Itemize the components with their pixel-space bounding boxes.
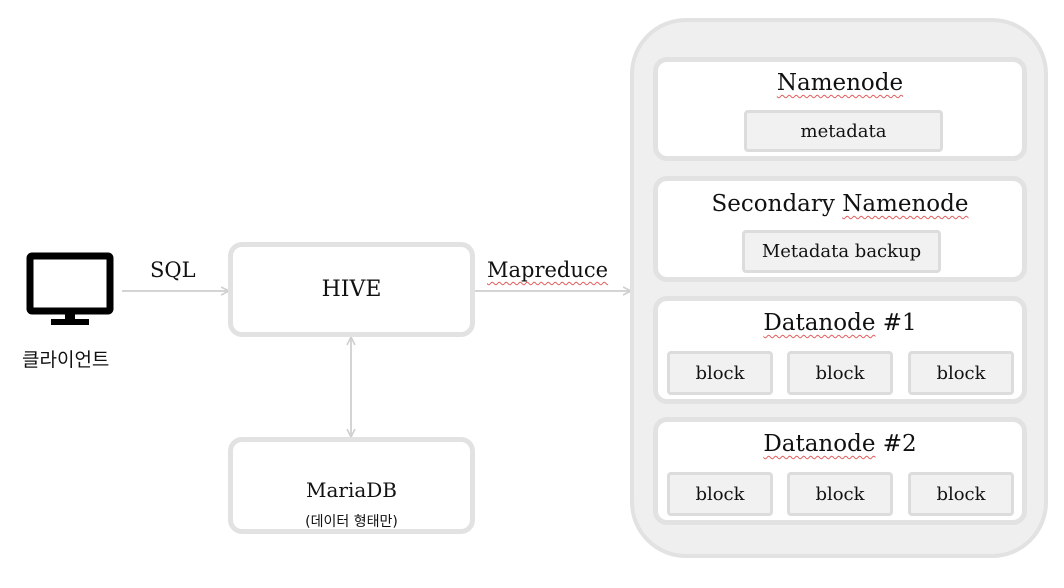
metadata-chip: metadata	[744, 110, 943, 152]
mapreduce-edge-label: Mapreduce	[487, 258, 609, 282]
hive-node: HIVE	[228, 242, 475, 337]
secondary-title-word: Namenode	[842, 191, 969, 217]
hive-label: HIVE	[321, 277, 382, 302]
datanode-1-title-suffix: #1	[875, 310, 917, 336]
namenode-title: Namenode	[776, 70, 904, 96]
block-chip: block	[908, 472, 1014, 516]
monitor-icon	[26, 252, 114, 325]
datanode-2-panel: Datanode #2 block block block	[653, 417, 1027, 525]
block-chip: block	[667, 351, 773, 395]
datanode-2-title: Datanode #2	[658, 431, 1022, 457]
sql-edge-label: SQL	[150, 258, 196, 282]
secondary-title-prefix: Secondary	[711, 191, 843, 217]
metadata-backup-chip: Metadata backup	[742, 230, 941, 273]
mariadb-sublabel: (데이터 형태만)	[305, 514, 398, 530]
secondary-namenode-panel: Secondary Namenode Metadata backup	[653, 176, 1027, 282]
datanode-2-title-word: Datanode	[763, 431, 876, 457]
datanode-2-title-suffix: #2	[875, 431, 917, 457]
block-chip: block	[667, 472, 773, 516]
secondary-namenode-title: Secondary Namenode	[658, 191, 1022, 217]
client-label: 클라이언트	[22, 349, 110, 371]
namenode-panel: Namenode metadata	[653, 57, 1027, 161]
datanode-1-title: Datanode #1	[658, 310, 1022, 336]
mariadb-label: MariaDB	[305, 478, 397, 502]
block-chip: block	[908, 351, 1014, 395]
block-chip: block	[787, 351, 893, 395]
block-chip: block	[787, 472, 893, 516]
datanode-1-panel: Datanode #1 block block block	[653, 296, 1027, 404]
mariadb-node: MariaDB (데이터 형태만)	[228, 437, 475, 534]
datanode-1-title-word: Datanode	[763, 310, 876, 336]
